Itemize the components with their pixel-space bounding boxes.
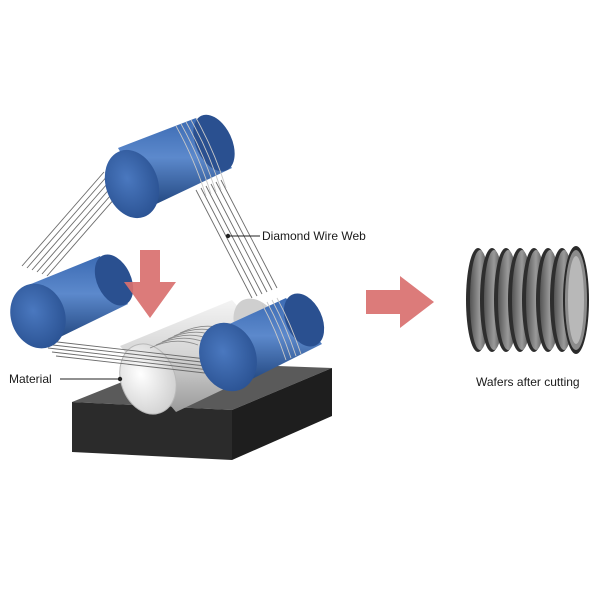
material-label: Material [9, 372, 52, 386]
wire-web-label: Diamond Wire Web [262, 229, 366, 243]
material-leader [60, 376, 123, 382]
top-roller [104, 114, 235, 219]
left-roller [10, 254, 134, 349]
process-arrow [366, 276, 434, 328]
wire-web-leader [225, 233, 260, 239]
wafer-stack [466, 246, 589, 354]
feed-direction-arrow [124, 250, 176, 318]
wafers-label: Wafers after cutting [476, 375, 580, 389]
right-roller [199, 293, 325, 392]
